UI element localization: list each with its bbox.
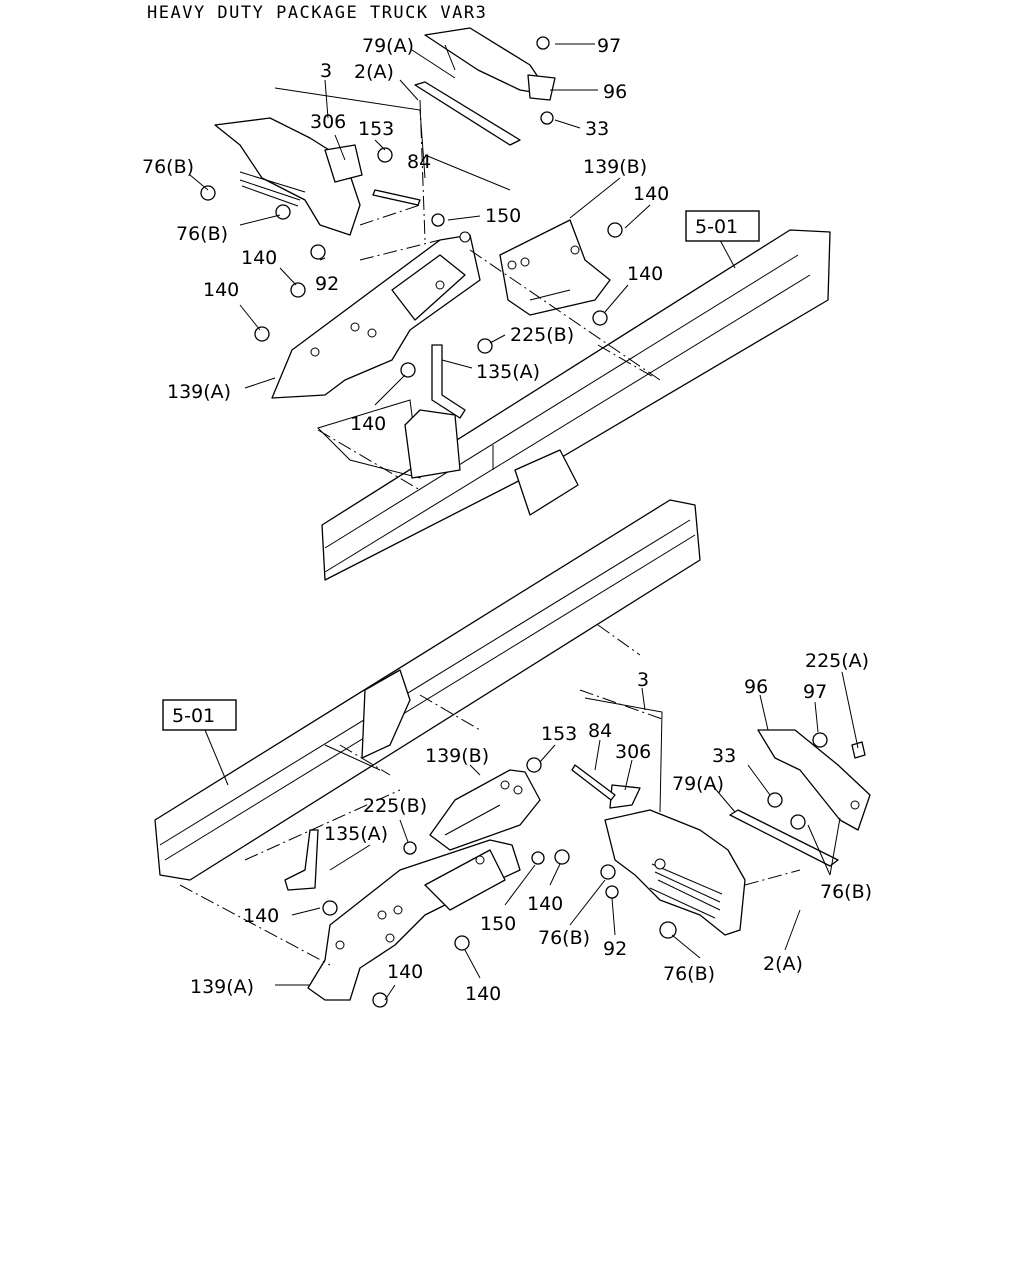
top-step-3 [214, 117, 363, 236]
label-140: 140 [243, 905, 279, 927]
label-139b: 139(B) [425, 745, 489, 767]
label-153: 153 [541, 723, 577, 745]
label-2a: 2(A) [763, 953, 803, 975]
label-92: 92 [315, 273, 339, 295]
top-support-post [404, 409, 461, 479]
bottom-assembly [154, 499, 871, 1008]
label-79a: 79(A) [362, 35, 414, 57]
label-135a: 135(A) [476, 361, 540, 383]
label-140: 140 [633, 183, 669, 205]
label-225b: 225(B) [363, 795, 427, 817]
label-97: 97 [803, 681, 827, 703]
frame-rail-bottom [154, 499, 701, 881]
label-79a: 79(A) [672, 773, 724, 795]
label-139b: 139(B) [583, 156, 647, 178]
label-33: 33 [585, 118, 609, 140]
top-assembly [189, 27, 831, 581]
label-306: 306 [615, 741, 651, 763]
label-139a: 139(A) [167, 381, 231, 403]
label-135a: 135(A) [324, 823, 388, 845]
label-140: 140 [203, 279, 239, 301]
label-2a: 2(A) [354, 61, 394, 83]
label-76b: 76(B) [663, 963, 715, 985]
label-96: 96 [744, 676, 768, 698]
label-140: 140 [465, 983, 501, 1005]
label-140: 140 [387, 961, 423, 983]
label-225b: 225(B) [510, 324, 574, 346]
label-84: 84 [407, 151, 431, 173]
label-76b: 76(B) [142, 156, 194, 178]
bottom-strip-79a [729, 729, 871, 867]
bottom-dashed-lines [179, 624, 801, 966]
label-76b: 76(B) [176, 223, 228, 245]
label-139a: 139(A) [190, 976, 254, 998]
top-bracket-139b [499, 219, 611, 316]
top-dashed-lines [317, 99, 661, 491]
label-76b: 76(B) [538, 927, 590, 949]
top-labels: 79(A) 97 2(A) 3 96 306 153 33 84 76(B) 1… [142, 35, 738, 435]
ref-label-bottom: 5-01 [172, 705, 215, 727]
bottom-fasteners [284, 732, 828, 1008]
label-33: 33 [712, 745, 736, 767]
top-bracket-139a [271, 231, 481, 399]
diagram-title: HEAVY DUTY PACKAGE TRUCK VAR3 [147, 3, 488, 23]
bottom-bracket-139b [429, 769, 541, 851]
bottom-leaders [204, 671, 859, 1001]
bottom-bracket-139a [307, 839, 521, 1001]
label-97: 97 [597, 35, 621, 57]
top-leaders [189, 43, 736, 406]
bottom-ref-box [162, 699, 237, 731]
label-140: 140 [527, 893, 563, 915]
label-92: 92 [603, 938, 627, 960]
bottom-step-3 [604, 784, 746, 936]
label-140: 140 [627, 263, 663, 285]
label-3: 3 [637, 669, 649, 691]
label-150: 150 [480, 913, 516, 935]
label-3: 3 [320, 60, 332, 82]
top-fasteners [200, 36, 623, 419]
label-150: 150 [485, 205, 521, 227]
label-140: 140 [241, 247, 277, 269]
label-76b: 76(B) [820, 881, 872, 903]
bottom-labels: 3 225(A) 96 97 153 84 306 139(B) 33 79(A… [172, 650, 872, 1005]
frame-rail-top [321, 229, 831, 581]
label-225a: 225(A) [805, 650, 869, 672]
top-rear-outline [317, 399, 421, 479]
label-96: 96 [603, 81, 627, 103]
label-306: 306 [310, 111, 346, 133]
top-ref-box [685, 210, 760, 242]
top-bracket-96 [527, 74, 556, 101]
label-140: 140 [350, 413, 386, 435]
label-153: 153 [358, 118, 394, 140]
label-84: 84 [588, 720, 612, 742]
ref-label-top: 5-01 [695, 216, 738, 238]
